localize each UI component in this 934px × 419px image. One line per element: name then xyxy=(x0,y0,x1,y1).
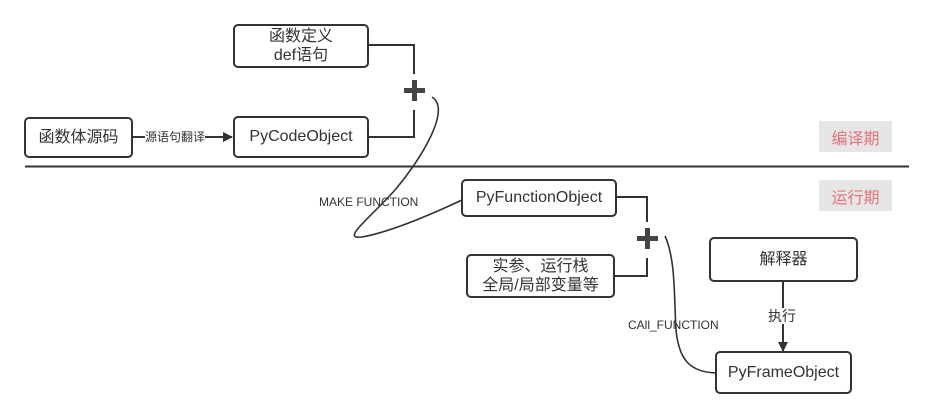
pycodeobject-label: PyCodeObject xyxy=(249,128,353,145)
plus-icon xyxy=(404,80,425,101)
code-to-plus-connector xyxy=(368,110,415,138)
args-to-plus-connector xyxy=(614,258,648,277)
args-line2: 全局/局部变量等 xyxy=(482,277,599,294)
function-to-plus-connector xyxy=(616,196,648,222)
interpreter-label: 解释器 xyxy=(759,250,808,268)
def-statement-line2: def语句 xyxy=(273,47,329,64)
runtime-phase-badge: 运行期 xyxy=(819,180,892,211)
plus-icon xyxy=(637,228,658,249)
interpreter-node[interactable]: 解释器 xyxy=(709,237,858,282)
execute-label: 执行 xyxy=(768,308,796,324)
call-function-curve xyxy=(664,235,717,374)
def-statement-line1: 函数定义 xyxy=(268,28,333,45)
make-function-curve xyxy=(353,96,463,238)
pyframeobject-label: PyFrameObject xyxy=(727,363,840,381)
make-function-label: MAKE FUNCTION xyxy=(319,195,419,209)
pyfunctionobject-label: PyFunctionObject xyxy=(475,189,603,206)
def-to-plus-connector xyxy=(368,44,415,74)
compile-phase-badge: 编译期 xyxy=(819,121,892,152)
source-code-label: 函数体源码 xyxy=(38,128,119,146)
translate-label: 源语句翻译 xyxy=(145,130,206,144)
pyfunctionobject-node[interactable]: PyFunctionObject xyxy=(461,179,617,217)
def-statement-node[interactable]: 函数定义 def语句 xyxy=(233,24,369,68)
source-code-node[interactable]: 函数体源码 xyxy=(24,117,133,158)
runtime-phase-label: 运行期 xyxy=(831,189,880,207)
args-line1: 实参、运行栈 xyxy=(492,258,589,275)
pycodeobject-node[interactable]: PyCodeObject xyxy=(233,116,369,158)
call-function-label: CAll_FUNCTION xyxy=(628,318,719,332)
args-node[interactable]: 实参、运行栈 全局/局部变量等 xyxy=(466,254,615,298)
pyframeobject-node[interactable]: PyFrameObject xyxy=(715,351,852,394)
compile-phase-label: 编译期 xyxy=(831,130,880,148)
